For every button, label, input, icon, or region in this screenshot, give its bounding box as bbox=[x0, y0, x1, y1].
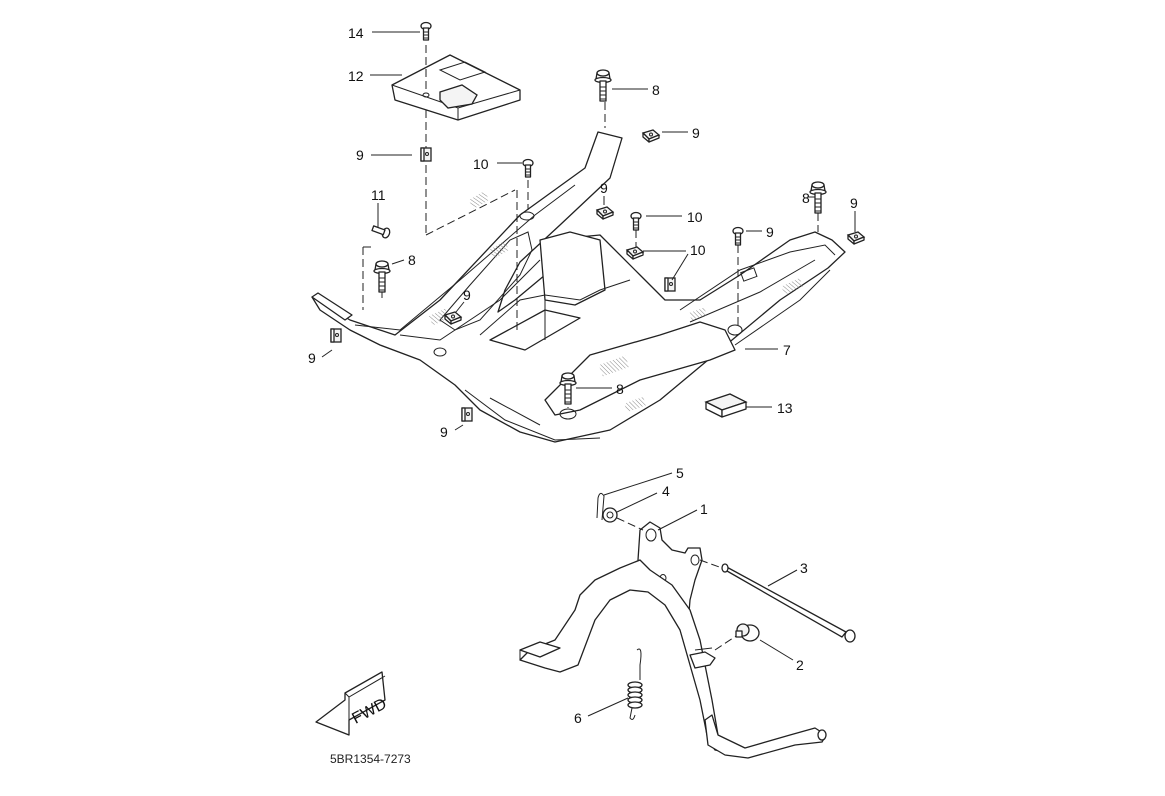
callout-7: 7 bbox=[783, 342, 791, 358]
shaft-part-3 bbox=[721, 563, 856, 643]
alignment-line-shaft bbox=[699, 559, 723, 569]
screw-10-center bbox=[630, 211, 642, 231]
damper-part-13 bbox=[704, 393, 748, 418]
callout-9: 9 bbox=[440, 424, 448, 440]
alignment-line-stopper bbox=[714, 635, 737, 651]
callout-9: 10 bbox=[690, 242, 706, 258]
callout-5: 5 bbox=[676, 465, 684, 481]
callout-14: 14 bbox=[348, 25, 364, 41]
forward-direction-arrow: FWD bbox=[315, 671, 390, 736]
washer-part-4 bbox=[602, 507, 618, 523]
nut-9-right bbox=[847, 231, 865, 245]
bolt-8-left bbox=[373, 260, 391, 293]
callout-6: 6 bbox=[574, 710, 582, 726]
nut-9-top bbox=[642, 129, 660, 143]
callout-11: 11 bbox=[371, 187, 386, 203]
clip-9-right bbox=[664, 277, 676, 292]
callout-12: 12 bbox=[348, 68, 364, 84]
footrest-board bbox=[311, 131, 846, 443]
callout-8: 8 bbox=[616, 381, 624, 397]
cotter-pin-part-5 bbox=[596, 492, 605, 521]
bolt-8-top bbox=[594, 69, 612, 102]
alignment-line-washer bbox=[616, 517, 644, 531]
callout-4: 4 bbox=[662, 483, 670, 499]
clip-9-cover bbox=[420, 147, 432, 162]
callout-8: 8 bbox=[652, 82, 660, 98]
clip-9-left bbox=[330, 328, 342, 343]
clip-9-front bbox=[461, 407, 473, 422]
callout-10: 10 bbox=[687, 209, 703, 225]
screw-14 bbox=[420, 21, 432, 41]
cover-part-12 bbox=[391, 54, 521, 121]
nut-9-center bbox=[596, 206, 614, 220]
screw-11 bbox=[371, 225, 391, 239]
callout-9: 9 bbox=[692, 125, 700, 141]
callout-8: 8 bbox=[408, 252, 416, 268]
callout-9: 9 bbox=[600, 180, 608, 196]
callout-3: 3 bbox=[800, 560, 808, 576]
nut-9-center-low bbox=[626, 246, 644, 260]
fasteners bbox=[330, 21, 865, 422]
callout-8: 8 bbox=[802, 190, 810, 206]
callout-2: 2 bbox=[796, 657, 804, 673]
callout-9: 9 bbox=[356, 147, 364, 163]
callout-9: 9 bbox=[463, 287, 471, 303]
stopper-part-2 bbox=[735, 623, 760, 642]
callout-10: 10 bbox=[473, 156, 489, 172]
figure-code: 5BR1354-7273 bbox=[330, 752, 411, 766]
screw-10-left bbox=[522, 158, 534, 178]
callout-13: 13 bbox=[777, 400, 793, 416]
callout-1: 1 bbox=[700, 501, 708, 517]
callout-9: 9 bbox=[308, 350, 316, 366]
leader-lines bbox=[321, 31, 856, 717]
main-stand-part-1 bbox=[519, 521, 827, 759]
screw-10-right bbox=[732, 226, 744, 246]
alignment-lines bbox=[362, 45, 819, 408]
callout-9: 9 bbox=[850, 195, 858, 211]
callout-10: 9 bbox=[766, 224, 774, 240]
spring-part-6 bbox=[627, 648, 643, 720]
